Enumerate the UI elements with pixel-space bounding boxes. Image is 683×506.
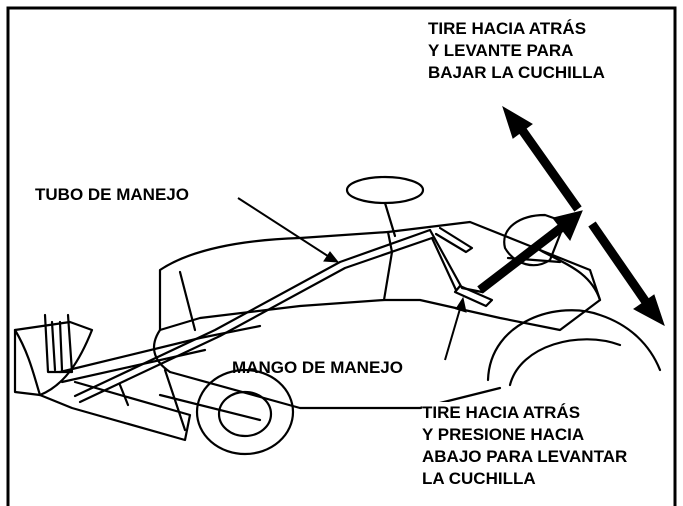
tractor-drawing [13, 175, 662, 456]
front-wheel [195, 368, 295, 456]
control-handle [453, 284, 494, 308]
plow-push-frame [38, 380, 192, 442]
handle-arrowhead [552, 210, 583, 241]
tube-leader-line [237, 197, 335, 261]
raise-blade-arrow-shaft [588, 221, 652, 308]
steering-wheel [345, 175, 425, 205]
lower-blade-arrow-shaft [516, 124, 582, 212]
lower-blade-arrowhead [502, 105, 533, 139]
raise-blade-arrowhead [633, 294, 665, 327]
handle-leader-line [444, 301, 463, 361]
instruction-line: Y LEVANTE PARA [428, 41, 574, 60]
direction-arrows [237, 105, 665, 361]
instruction-line: TIRE HACIA ATRÁS [422, 403, 581, 422]
instruction-line: BAJAR LA CUCHILLA [428, 63, 605, 82]
instruction-line: LA CUCHILLA [422, 469, 536, 488]
rear-wheel [486, 309, 662, 382]
label-text: MANGO DE MANEJO [232, 358, 403, 377]
diagram-frame [6, 6, 677, 506]
raise-blade-instruction: TIRE HACIA ATRÁS Y PRESIONE HACIA ABAJO … [422, 402, 628, 490]
control-handle-label: MANGO DE MANEJO [232, 357, 403, 379]
instruction-line: Y PRESIONE HACIA [422, 425, 585, 444]
instruction-line: ABAJO PARA LEVANTAR [422, 447, 628, 466]
control-tube-label: TUBO DE MANEJO [35, 184, 189, 206]
lower-blade-instruction: TIRE HACIA ATRÁS Y LEVANTE PARA BAJAR LA… [428, 18, 605, 84]
control-tube [73, 228, 432, 398]
handle-arrow-shaft [477, 220, 569, 294]
instruction-line: TIRE HACIA ATRÁS [428, 19, 587, 38]
tractor-hood [158, 230, 394, 332]
label-text: TUBO DE MANEJO [35, 185, 189, 204]
